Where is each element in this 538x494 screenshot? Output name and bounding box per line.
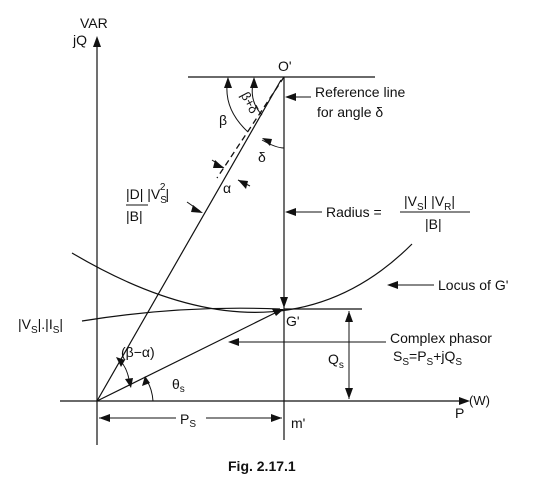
line-origin-to-o-prime	[96, 79, 282, 402]
x-axis-label: P	[455, 405, 464, 421]
ps-arrow-right	[271, 414, 282, 422]
complex-phasor-arrow	[272, 309, 284, 316]
point-g-prime: G'	[286, 313, 300, 329]
radius-label: Radius =	[326, 204, 382, 220]
alpha-arrow-2	[238, 180, 248, 189]
x-axis-arrow	[459, 397, 470, 405]
ps-label-bg	[176, 409, 206, 427]
y-axis-label-jq: jQ	[72, 32, 87, 48]
qs-arrow-bottom	[345, 388, 353, 399]
x-axis-unit: (W)	[469, 393, 490, 408]
radius-pointer-arrow	[285, 208, 296, 216]
beta-plus-delta-label: β+δ	[238, 89, 262, 116]
point-o-prime: O'	[278, 58, 292, 74]
dvs-denominator: |B|	[126, 208, 143, 224]
qs-label: Qs	[328, 351, 344, 371]
locus-arc	[71, 243, 413, 313]
locus-label: Locus of G'	[438, 277, 508, 293]
delta-label: δ	[258, 149, 266, 165]
locus-arrow	[387, 281, 398, 289]
complex-phasor-label: Complex phasor	[390, 330, 492, 346]
beta-minus-alpha-label: (β−α)	[121, 344, 155, 360]
beta-plus-delta-arrow	[250, 77, 258, 88]
y-axis-arrow	[93, 36, 101, 47]
delta-arrow	[262, 138, 272, 146]
theta-label: θs	[172, 376, 185, 395]
beta-minus-alpha-arrow-bottom	[125, 378, 133, 388]
vsis-label: |VS|.|IS|	[18, 316, 63, 336]
beta-arrow	[224, 77, 232, 88]
reference-line-label-2: for angle δ	[317, 104, 383, 120]
reference-line-label-1: Reference line	[315, 84, 405, 100]
point-m-prime: m'	[291, 415, 305, 431]
beta-minus-alpha-arrow-top	[116, 357, 125, 367]
alpha-label: α	[223, 180, 231, 196]
complex-phasor-line	[96, 309, 282, 402]
beta-label: β	[219, 112, 227, 128]
ps-arrow-left	[99, 414, 110, 422]
radius-arrow-g	[280, 297, 288, 308]
y-axis-label-var: VAR	[80, 15, 108, 31]
delta-arc	[261, 139, 285, 149]
reference-line-arrow	[285, 93, 296, 101]
qs-arrow-top	[345, 311, 353, 322]
figure-caption: Fig. 2.17.1	[228, 458, 296, 474]
alpha-arrow-1	[213, 160, 224, 168]
ps-label: PS	[180, 411, 196, 430]
dvs-arrow	[191, 205, 203, 213]
complex-phasor-pointer-arrow	[228, 338, 239, 346]
reference-line-delta	[216, 76, 285, 179]
theta-arrow	[142, 376, 150, 386]
radius-numerator: |VS| |VR|	[404, 193, 455, 213]
dvs-numerator: |D| |VS2|	[126, 182, 169, 206]
vsis-arc	[81, 307, 281, 322]
radius-denominator: |B|	[425, 216, 442, 232]
ss-formula: SS=PS+jQS	[393, 348, 462, 368]
